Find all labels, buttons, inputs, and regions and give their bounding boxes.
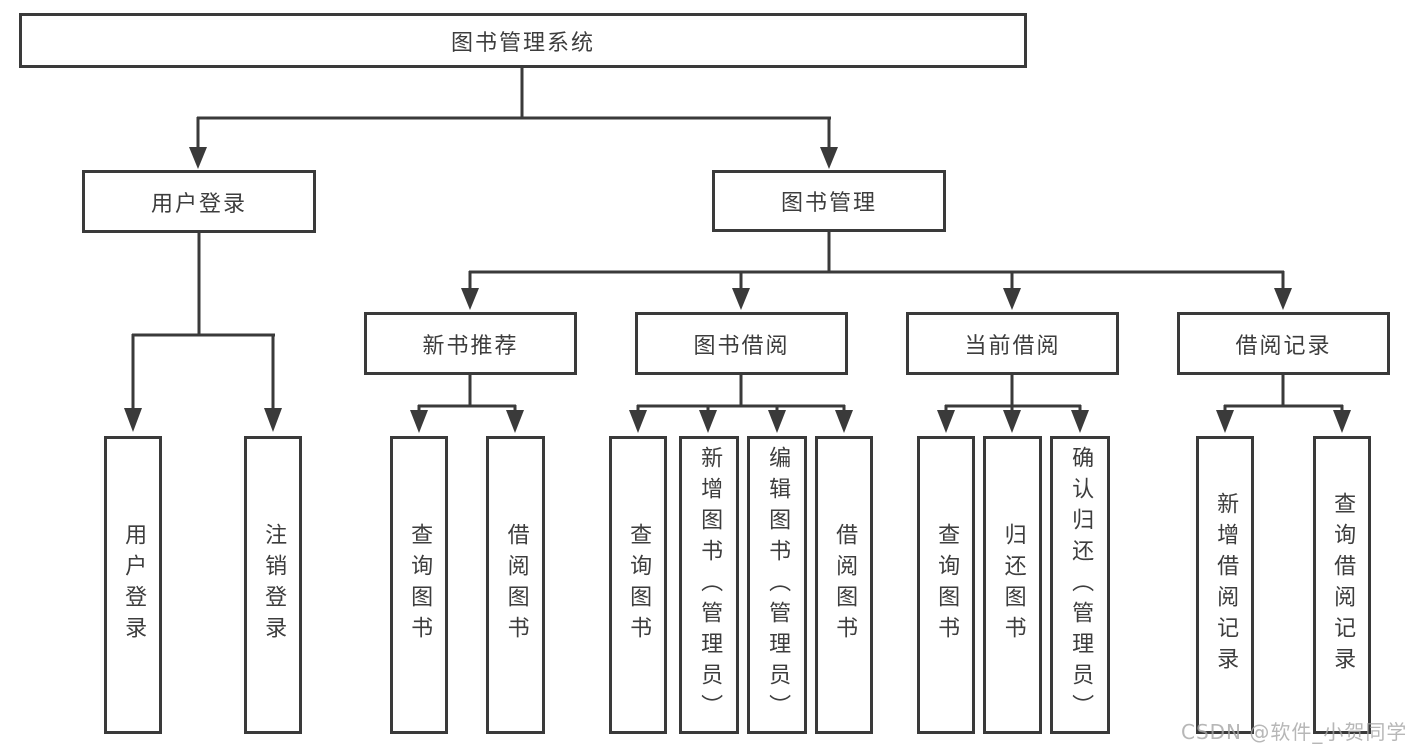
- node-label: 查询图书: [934, 523, 960, 647]
- node-label: 借阅记录: [1235, 333, 1332, 359]
- leaf-add-book-admin: 新增图书（管理员）: [679, 436, 739, 734]
- node-label: 图书借阅: [693, 333, 790, 359]
- node-label: 借阅图书: [503, 523, 529, 647]
- leaf-logout: 注销登录: [244, 436, 302, 734]
- leaf-borrow-books-borrowing: 借阅图书: [815, 436, 873, 734]
- node-new-book-recommendation: 新书推荐: [364, 312, 577, 375]
- node-label: 图书管理系统: [450, 30, 595, 56]
- leaf-return-book: 归还图书: [983, 436, 1042, 734]
- node-label: 借阅图书: [832, 523, 858, 647]
- node-label: 查询图书: [407, 523, 433, 647]
- node-label: 查询借阅记录: [1330, 492, 1356, 678]
- leaf-query-books-borrowing: 查询图书: [609, 436, 667, 734]
- node-label: 注销登录: [261, 523, 287, 647]
- leaf-confirm-return-admin: 确认归还（管理员）: [1050, 436, 1110, 734]
- node-label: 编辑图书（管理员）: [765, 445, 791, 725]
- leaf-query-borrow-record: 查询借阅记录: [1313, 436, 1371, 734]
- node-book-borrowing: 图书借阅: [635, 312, 848, 375]
- node-label: 当前借阅: [964, 333, 1061, 359]
- node-label: 归还图书: [1000, 523, 1026, 647]
- node-label: 图书管理: [780, 191, 877, 216]
- leaf-query-books-recommend: 查询图书: [390, 436, 448, 734]
- node-borrowing-records: 借阅记录: [1177, 312, 1390, 375]
- leaf-query-books-current: 查询图书: [917, 436, 975, 734]
- node-label: 确认归还（管理员）: [1068, 445, 1094, 725]
- node-label: 用户登录: [150, 191, 247, 217]
- leaf-add-borrow-record: 新增借阅记录: [1196, 436, 1254, 734]
- node-label: 新书推荐: [422, 333, 519, 359]
- node-user-login: 用户登录: [82, 170, 316, 233]
- node-label: 查询图书: [626, 523, 652, 647]
- leaf-borrow-books-recommend: 借阅图书: [486, 436, 545, 734]
- node-label: 用户登录: [121, 523, 147, 647]
- node-library-management-system: 图书管理系统: [19, 13, 1027, 68]
- node-label: 新增借阅记录: [1213, 492, 1239, 678]
- node-current-borrowing: 当前借阅: [906, 312, 1119, 375]
- node-label: 新增图书（管理员）: [697, 445, 723, 725]
- leaf-edit-book-admin: 编辑图书（管理员）: [747, 436, 807, 734]
- leaf-user-login: 用户登录: [104, 436, 162, 734]
- node-book-management: 图书管理: [712, 170, 946, 232]
- csdn-watermark: CSDN @软件_小贺同学: [1181, 720, 1405, 744]
